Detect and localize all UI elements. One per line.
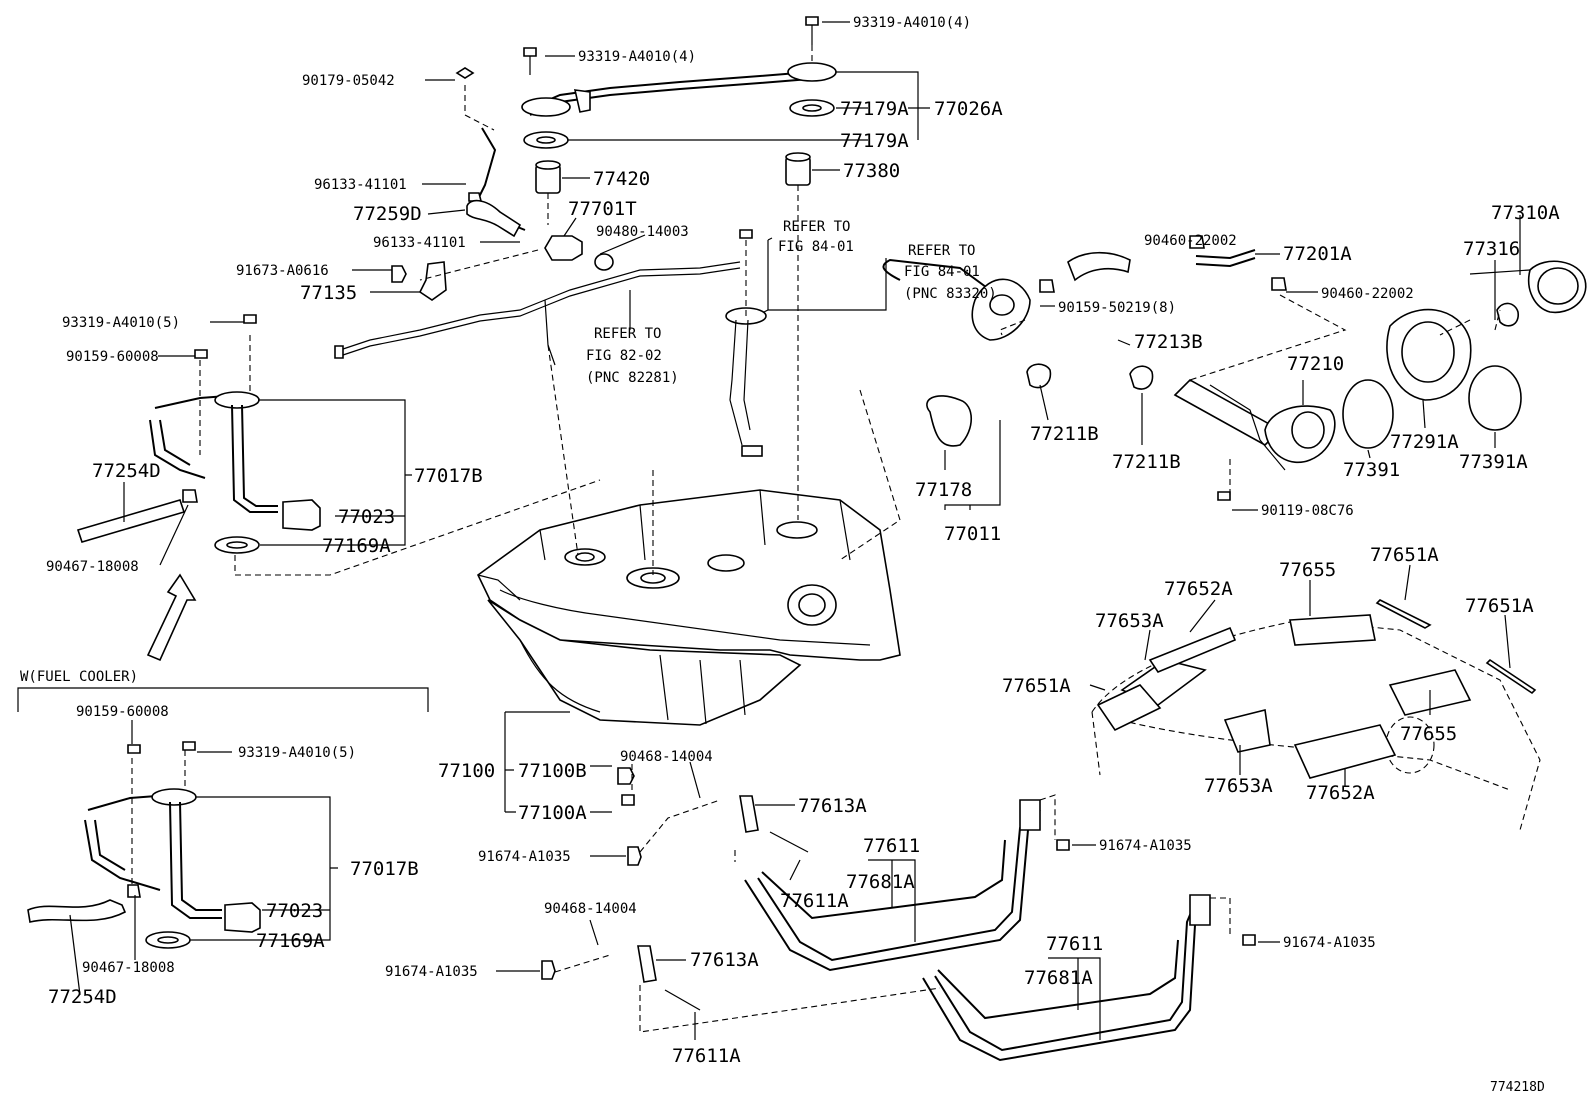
- label-77651a-1: 77651A: [1370, 544, 1439, 566]
- label-77100a: 77100A: [518, 802, 587, 824]
- label-90159-50219-8: 90159-50219(8): [1058, 300, 1176, 316]
- label-fig-82-02: FIG 82-02: [586, 348, 662, 364]
- label-77179a-bottom: 77179A: [840, 130, 909, 152]
- label-77178: 77178: [915, 479, 972, 501]
- label-91674-a1035-c: 91674-A1035: [385, 964, 478, 980]
- label-93319-a4010-5: 93319-A4010(5): [62, 315, 180, 331]
- label-96133-41101-b: 96133-41101: [373, 235, 466, 251]
- part-labels: 93319-A4010(4) 93319-A4010(4) 90179-0504…: [20, 15, 1560, 1095]
- label-77316: 77316: [1463, 238, 1520, 260]
- label-77613a-a: 77613A: [798, 795, 867, 817]
- label-77655-1: 77655: [1279, 559, 1336, 581]
- fuel-cooler-assemblies: [17, 314, 429, 949]
- label-77652a-1: 77652A: [1164, 578, 1233, 600]
- label-77651a-3: 77651A: [1465, 595, 1534, 617]
- fuel-tank: [476, 489, 901, 726]
- label-77391a: 77391A: [1459, 451, 1528, 473]
- label-77611-b: 77611: [1046, 933, 1103, 955]
- label-77681a-a: 77681A: [846, 871, 915, 893]
- label-90159-60008-b: 90159-60008: [76, 704, 169, 720]
- label-77613a-b: 77613A: [690, 949, 759, 971]
- label-77210: 77210: [1287, 353, 1344, 375]
- label-77291a: 77291A: [1390, 431, 1459, 453]
- label-90460-22002-a: 90460-22002: [1144, 233, 1237, 249]
- label-77611a-a: 77611A: [780, 890, 849, 912]
- label-77653a-2: 77653A: [1204, 775, 1273, 797]
- label-refer-to-b: REFER TO: [908, 243, 975, 259]
- label-77681a-b: 77681A: [1024, 967, 1093, 989]
- label-77169a: 77169A: [322, 535, 391, 557]
- label-90460-22002-b: 90460-22002: [1321, 286, 1414, 302]
- label-pnc-83320: (PNC 83320): [904, 286, 997, 302]
- label-77179a-top: 77179A: [840, 98, 909, 120]
- filler-pipe-assembly: [882, 235, 1587, 501]
- leader-lines: [69, 21, 1521, 1040]
- label-77169a-b: 77169A: [256, 930, 325, 952]
- label-77026a: 77026A: [934, 98, 1003, 120]
- label-77201a: 77201A: [1283, 243, 1352, 265]
- label-90468-14004-b: 90468-14004: [544, 901, 637, 917]
- label-77611-a: 77611: [863, 835, 920, 857]
- label-90480-14003: 90480-14003: [596, 224, 689, 240]
- label-refer-to-c: REFER TO: [594, 326, 661, 342]
- label-77017b: 77017B: [414, 465, 483, 487]
- label-77023-b: 77023: [266, 900, 323, 922]
- label-90467-18008: 90467-18008: [46, 559, 139, 575]
- label-91674-a1035-b: 91674-A1035: [1099, 838, 1192, 854]
- label-93319-a4010-4b: 93319-A4010(4): [853, 15, 971, 31]
- label-90119-08c76: 90119-08C76: [1261, 503, 1354, 519]
- label-77420: 77420: [593, 168, 650, 190]
- label-91674-a1035-d: 91674-A1035: [1283, 935, 1376, 951]
- label-77254d: 77254D: [92, 460, 161, 482]
- label-91674-a1035-a: 91674-A1035: [478, 849, 571, 865]
- label-93319-a4010-5-b: 93319-A4010(5): [238, 745, 356, 761]
- label-90467-18008-b: 90467-18008: [82, 960, 175, 976]
- label-fig-84-01-a: FIG 84-01: [778, 239, 854, 255]
- label-77391: 77391: [1343, 459, 1400, 481]
- label-77254d-b: 77254D: [48, 986, 117, 1008]
- dashed-connectors: [131, 45, 1501, 1033]
- label-90179-05042: 90179-05042: [302, 73, 395, 89]
- label-77651a-2: 77651A: [1002, 675, 1071, 697]
- label-77100: 77100: [438, 760, 495, 782]
- label-77213b: 77213B: [1134, 331, 1203, 353]
- label-77017b-b: 77017B: [350, 858, 419, 880]
- label-77023: 77023: [338, 506, 395, 528]
- label-77135: 77135: [300, 282, 357, 304]
- label-77611a-b: 77611A: [672, 1045, 741, 1067]
- label-90468-14004-a: 90468-14004: [620, 749, 713, 765]
- label-pnc-82281: (PNC 82281): [586, 370, 679, 386]
- label-90159-60008: 90159-60008: [66, 349, 159, 365]
- label-77701t: 77701T: [568, 198, 637, 220]
- label-77259d: 77259D: [353, 203, 422, 225]
- label-77655-2: 77655: [1400, 723, 1457, 745]
- label-93319-a4010-4a: 93319-A4010(4): [578, 49, 696, 65]
- label-77652a-2: 77652A: [1306, 782, 1375, 804]
- label-w-fuel-cooler: W(FUEL COOLER): [20, 669, 138, 685]
- figure-number: 774218D: [1490, 1080, 1545, 1095]
- label-91673-a0616: 91673-A0616: [236, 263, 329, 279]
- label-77100b: 77100B: [518, 760, 587, 782]
- label-77380: 77380: [843, 160, 900, 182]
- label-96133-41101-a: 96133-41101: [314, 177, 407, 193]
- label-refer-to-a: REFER TO: [783, 219, 850, 235]
- label-77653a-1: 77653A: [1095, 610, 1164, 632]
- upper-assemblies: [334, 16, 837, 457]
- tank-straps: [541, 767, 1256, 1062]
- label-77310a: 77310A: [1491, 202, 1560, 224]
- label-fig-84-01-b: FIG 84-01: [904, 264, 980, 280]
- label-77011: 77011: [944, 523, 1001, 545]
- label-77211b-b: 77211B: [1112, 451, 1181, 473]
- label-77211b-a: 77211B: [1030, 423, 1099, 445]
